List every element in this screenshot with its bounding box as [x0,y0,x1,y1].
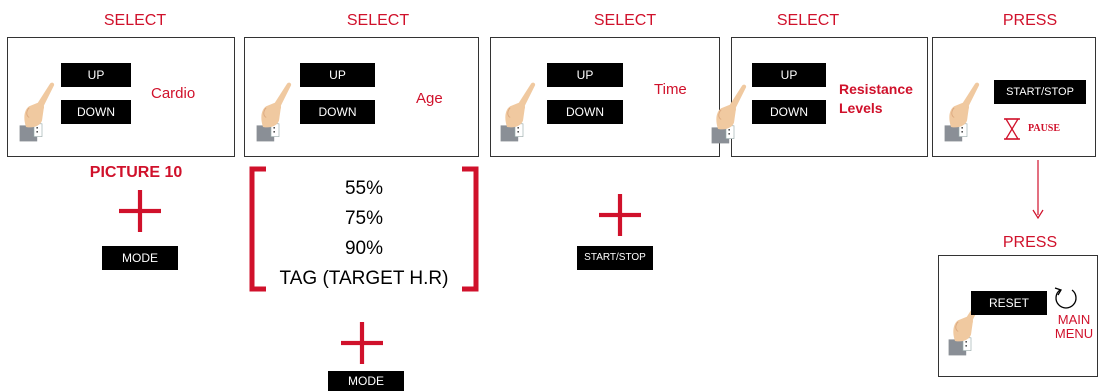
header-press-start: PRESS [1002,12,1058,29]
resistance-label: Resistance Levels [839,80,913,118]
age-label: Age [416,90,443,107]
down-button[interactable]: DOWN [547,100,623,124]
up-button[interactable]: UP [547,63,623,87]
mode-button[interactable]: MODE [102,246,178,270]
up-button[interactable]: UP [61,63,131,87]
resistance-label-line1: Resistance [839,81,913,97]
panel-reset: RESET MAIN MENU [938,255,1098,377]
resistance-label-line2: Levels [839,100,883,116]
up-button[interactable]: UP [300,63,375,87]
percent-option: 55% [344,178,384,199]
percent-option: 75% [344,208,384,229]
panel-cardio: UP DOWN Cardio [7,37,235,157]
reset-button[interactable]: RESET [971,291,1047,315]
hand-pointer-icon [710,80,750,146]
hand-pointer-icon [499,78,539,144]
pause-label: PAUSE [1028,123,1061,134]
down-button[interactable]: DOWN [752,100,826,124]
time-label: Time [654,81,687,98]
left-bracket-icon [249,166,266,292]
start-stop-button[interactable]: START/STOP [994,80,1086,104]
circular-arrow-icon [1054,287,1077,309]
cardio-label: Cardio [151,85,196,102]
plus-icon [341,322,383,364]
hourglass-icon [1004,118,1020,140]
plus-icon [119,190,161,232]
main-menu-label: MAIN MENU [1051,313,1097,341]
start-stop-button[interactable]: START/STOP [577,246,653,270]
header-press-reset: PRESS [1002,234,1058,251]
arrow-down-icon [1032,160,1044,220]
hand-pointer-icon [943,78,983,144]
right-bracket-icon [462,166,479,292]
panel-time: UP DOWN Time [490,37,720,157]
header-select-resistance: SELECT [776,12,840,29]
down-button[interactable]: DOWN [300,100,375,124]
header-select-time: SELECT [593,12,657,29]
header-select-age: SELECT [346,12,410,29]
panel-resistance: UP DOWN Resistance Levels [731,37,928,157]
main-menu-line1: MAIN [1057,312,1091,327]
hand-pointer-icon [255,78,295,144]
header-select-cardio: SELECT [103,12,167,29]
plus-icon [599,194,641,236]
down-button[interactable]: DOWN [61,100,131,124]
percent-option: 90% [344,238,384,259]
mode-button[interactable]: MODE [328,371,404,391]
up-button[interactable]: UP [752,63,826,87]
panel-start-stop: START/STOP PAUSE [932,37,1096,157]
percent-option: TAG (TARGET H.R) [279,268,449,289]
panel-age: UP DOWN Age [244,37,479,157]
picture-label: PICTURE 10 [89,164,183,181]
hand-pointer-icon [18,78,58,144]
main-menu-line2: MENU [1054,326,1094,341]
